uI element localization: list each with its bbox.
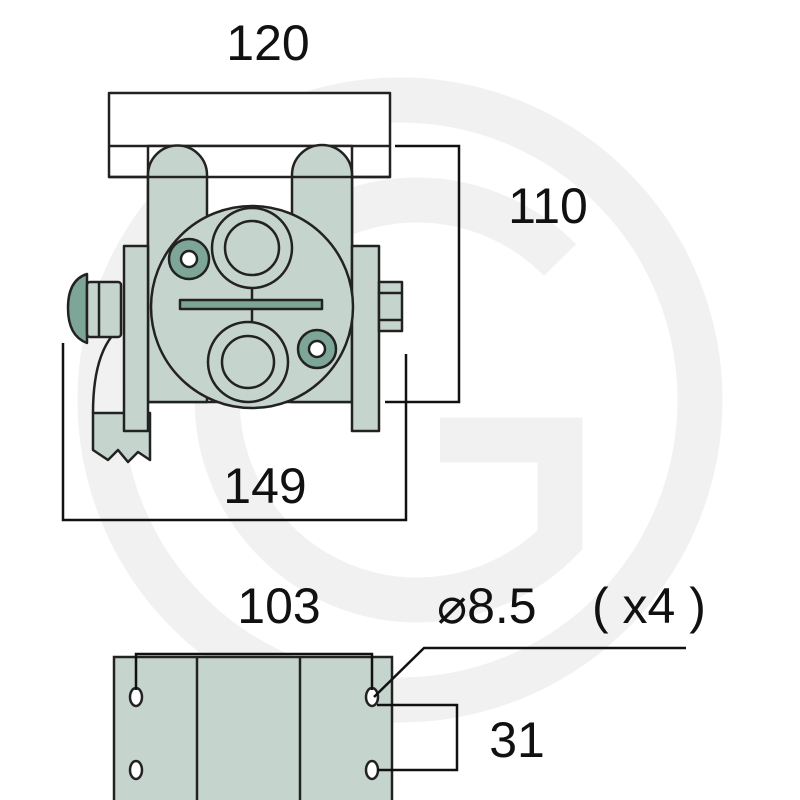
hole-count-label: ( x4 ) (592, 578, 706, 634)
dimension-120: 120 (226, 15, 309, 71)
center-bar (178, 298, 324, 311)
mounting-hole (364, 686, 380, 708)
mounting-hole (364, 759, 380, 781)
mounting-hole (128, 759, 144, 781)
right-side-plate (350, 244, 381, 433)
knob-shaft (85, 280, 123, 339)
dimension-lines (61, 144, 461, 522)
watermark-logo (77, 77, 723, 723)
hole-diameter-label: ⌀8.5 (437, 578, 537, 634)
dimension-31: 31 (489, 712, 545, 768)
bolt-icon (377, 280, 404, 333)
base-dimension-lines (134, 646, 686, 772)
knob-icon (66, 272, 89, 345)
dimension-110: 110 (508, 178, 588, 234)
dimension-149: 149 (223, 458, 306, 514)
dimension-103: 103 (237, 578, 320, 634)
base-plate (112, 655, 394, 800)
cable-curve (91, 335, 113, 414)
mounting-hole (128, 686, 144, 708)
left-side-plate (122, 244, 150, 433)
